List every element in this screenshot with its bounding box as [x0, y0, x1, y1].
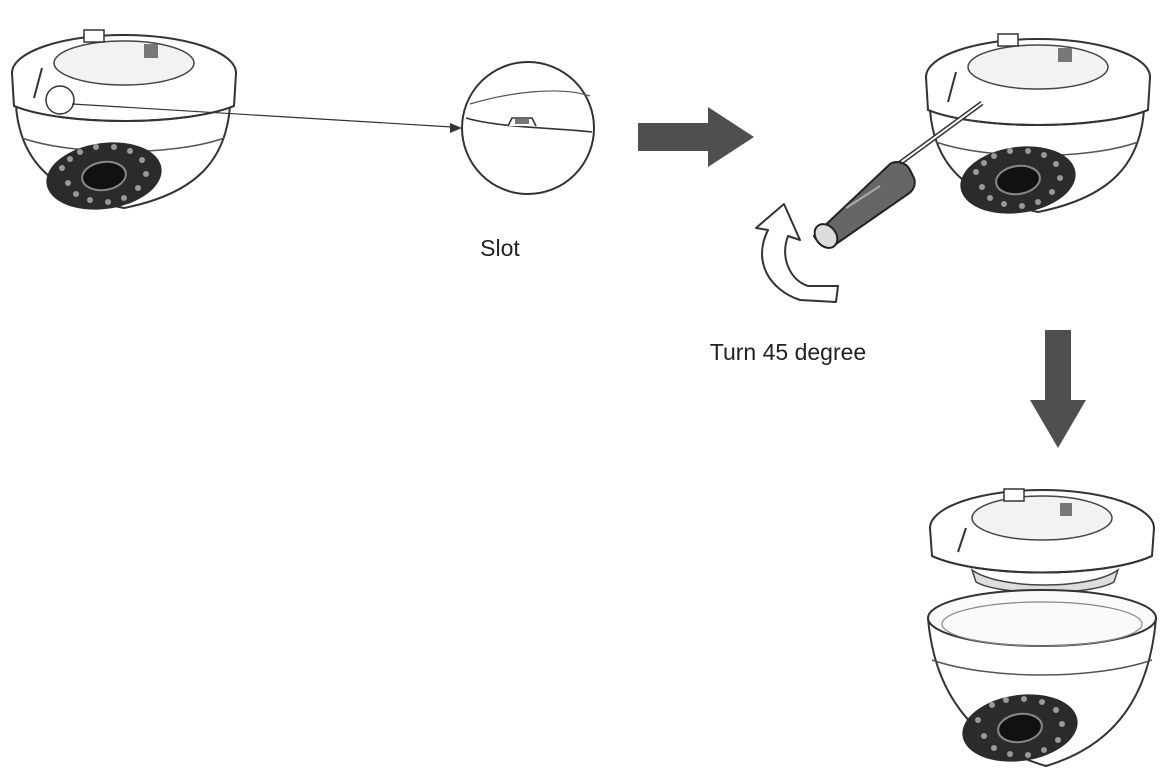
dome-camera-icon [925, 33, 1151, 222]
turn-label: Turn 45 degree [710, 339, 866, 365]
separated-base-flange [929, 488, 1155, 594]
slot-label: Slot [480, 235, 520, 261]
screwdriver-icon [812, 100, 984, 249]
arrow-down-icon [1030, 330, 1086, 448]
magnifier-circle-icon [461, 61, 595, 195]
separated-dome-housing [926, 589, 1158, 768]
slot-marker-circle [45, 85, 75, 115]
pointer-line [71, 103, 453, 128]
dome-camera-icon [11, 29, 237, 218]
arrow-right-icon [638, 107, 754, 167]
pointer-arrowhead [450, 123, 462, 133]
curved-rotate-arrow-icon [755, 203, 839, 303]
